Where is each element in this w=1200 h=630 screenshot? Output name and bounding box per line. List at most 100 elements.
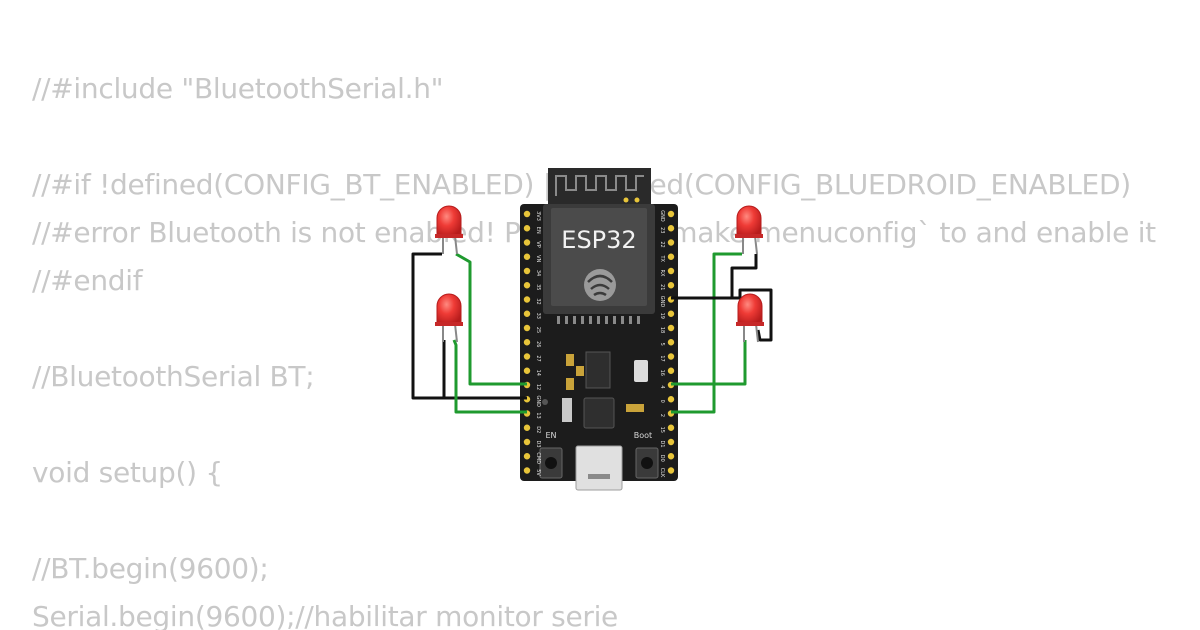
en-label: EN: [545, 431, 556, 440]
pin-label-right-1: 23: [659, 227, 665, 233]
pin-label-left-11: 14: [535, 370, 541, 376]
capacitor: [576, 366, 584, 376]
pin-right-18[interactable]: [667, 467, 675, 474]
pin-label-left-16: D3: [535, 440, 541, 447]
wire-signal-led-top-left: [455, 252, 527, 386]
pin-right-16[interactable]: [667, 438, 675, 446]
pin-left-1[interactable]: [523, 225, 531, 232]
smd-component: [562, 398, 572, 422]
code-line-bt-begin: //BT.begin(9600);: [32, 552, 269, 585]
pin-label-right-12: 4: [659, 385, 665, 388]
pin-label-right-4: RX: [659, 270, 665, 277]
pin-right-4[interactable]: [667, 267, 675, 275]
pin-label-right-18: CLK: [659, 468, 665, 478]
pin-label-right-17: D0: [659, 455, 665, 462]
code-line-serial-begin: Serial.begin(9600);//habilitar monitor s…: [32, 600, 618, 630]
pin-left-4[interactable]: [523, 267, 531, 275]
voltage-regulator: [585, 351, 611, 389]
pin-header-left: 3V3ENVPVN343532332526271412GND13D2D3CMD5…: [523, 210, 541, 476]
led-mid-right[interactable]: [736, 293, 764, 343]
pin-right-17[interactable]: [667, 453, 675, 460]
pin-left-16[interactable]: [523, 438, 531, 446]
led-top-left[interactable]: [435, 205, 463, 255]
pin-label-left-2: VP: [535, 241, 541, 247]
pin-label-left-6: 32: [535, 298, 541, 304]
pin-label-left-17: CMD: [535, 452, 541, 464]
antenna-dot: [623, 197, 629, 203]
wire-ground-led-mid-right: [671, 288, 773, 342]
pin-label-right-9: 5: [659, 343, 665, 346]
code-line-endif: //#endif: [32, 264, 143, 297]
antenna-trace: [555, 175, 644, 196]
led-top-right[interactable]: [735, 205, 763, 255]
micro-usb-opening: [588, 474, 610, 479]
pin-left-17[interactable]: [523, 453, 531, 460]
pin-right-2[interactable]: [667, 239, 675, 246]
pin-label-right-15: 15: [659, 427, 665, 433]
pin-right-5[interactable]: [667, 282, 675, 289]
pin-left-9[interactable]: [523, 339, 531, 346]
pin-right-13[interactable]: [667, 396, 675, 403]
pin-left-6[interactable]: [523, 296, 531, 303]
smd-component: [634, 360, 648, 382]
pin-left-5[interactable]: [523, 282, 531, 289]
pin-left-8[interactable]: [523, 324, 531, 332]
pin-label-right-10: 17: [659, 355, 665, 361]
capacitor: [566, 354, 574, 366]
code-line-if-defined: //#if !defined(CONFIG_BT_ENABLED) || !de…: [32, 168, 1131, 201]
antenna-dot: [634, 197, 640, 203]
espressif-logo-swirl: [587, 274, 613, 297]
pin-label-left-15: D2: [535, 426, 541, 433]
wire-ground-led-mid-left: [442, 340, 527, 400]
pin-label-right-14: 2: [659, 414, 665, 417]
led-mid-left[interactable]: [435, 293, 463, 343]
pin-label-right-0: GND: [659, 210, 665, 222]
wire-signal-led-top-right: [671, 252, 742, 414]
en-button-cap: [545, 457, 557, 469]
pin-label-left-14: 13: [535, 412, 541, 418]
pin-left-11[interactable]: [523, 367, 531, 374]
pin-right-11[interactable]: [667, 367, 675, 374]
pin-right-9[interactable]: [667, 339, 675, 346]
pin-right-3[interactable]: [667, 253, 675, 260]
pin-label-left-7: 33: [535, 313, 541, 319]
pin-left-10[interactable]: [523, 353, 531, 360]
pin-label-right-8: 18: [659, 327, 665, 333]
pin-label-left-18: 5V: [535, 469, 541, 476]
pin-right-15[interactable]: [667, 424, 675, 431]
pin-left-7[interactable]: [523, 310, 531, 317]
pin-label-left-12: 12: [535, 384, 541, 390]
pin-label-left-5: 35: [535, 284, 541, 290]
micro-usb-port[interactable]: [575, 445, 623, 491]
pin-label-right-3: TX: [659, 255, 665, 263]
module-label: ESP32: [561, 226, 636, 254]
pin-label-left-3: VN: [535, 255, 541, 262]
pin-label-right-13: 0: [659, 400, 665, 403]
pin-label-right-11: 16: [659, 370, 665, 376]
pin-left-3[interactable]: [523, 253, 531, 260]
pin-right-10[interactable]: [667, 353, 675, 360]
pin-left-0[interactable]: [523, 210, 531, 218]
pin-label-left-8: 25: [535, 327, 541, 333]
module-pads: [557, 316, 640, 324]
usb-uart-chip: [583, 397, 615, 429]
pin-right-1[interactable]: [667, 225, 675, 232]
capacitor: [566, 378, 574, 390]
pin-label-right-6: GND: [659, 296, 665, 308]
pin-left-18[interactable]: [523, 467, 531, 474]
code-background: //#include "BluetoothSerial.h" //#if !de…: [32, 72, 1156, 630]
pin-label-left-10: 27: [535, 355, 541, 361]
wires: [411, 252, 773, 414]
smd-component: [626, 404, 644, 412]
wire-signal-led-mid-left: [452, 339, 527, 414]
pin-label-left-13: GND: [535, 396, 541, 408]
pin-right-8[interactable]: [667, 324, 675, 332]
wire-signal-led-mid-right: [671, 340, 747, 386]
pin-left-2[interactable]: [523, 239, 531, 246]
pin-right-7[interactable]: [667, 310, 675, 317]
pin-label-left-9: 26: [535, 341, 541, 347]
pin-left-15[interactable]: [523, 424, 531, 431]
pin-right-0[interactable]: [667, 210, 675, 218]
